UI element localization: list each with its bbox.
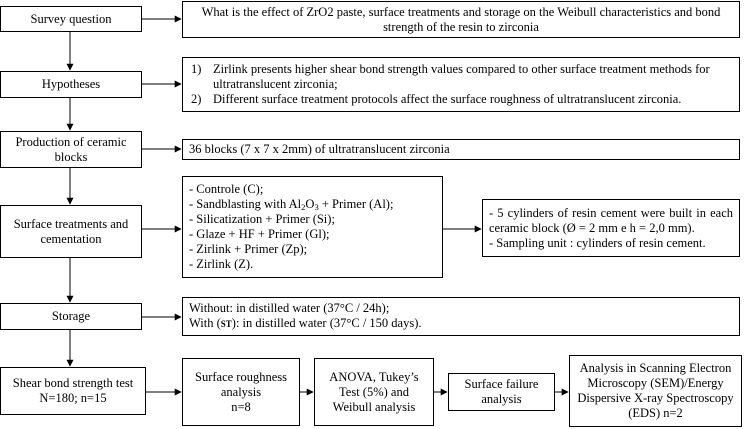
stage-hypotheses-label: Hypotheses: [41, 77, 101, 91]
treatment-item-glaze: - Glaze + HF + Primer (Gl);: [189, 227, 330, 241]
detail-survey-question: What is the effect of ZrO2 paste, surfac…: [182, 1, 740, 38]
analysis-anova-weibull: ANOVA, Tukey’s Test (5%) and Weibull ana…: [314, 358, 434, 426]
subscript-2: 2: [301, 202, 306, 212]
blocks-text: 36 blocks (7 x 7 x 2mm) of ultratransluc…: [189, 142, 450, 156]
stage-storage-label: Storage: [51, 309, 91, 323]
stage-survey-question-label: Survey question: [30, 11, 112, 26]
treatment-sandblasting-o: O: [305, 197, 315, 211]
question-text: What is the effect of ZrO2 paste, surfac…: [201, 4, 721, 34]
treatment-sandblasting-text: - Sandblasting with Al: [189, 197, 302, 211]
treatments-list: - Controle (C); - Sandblasting with Al2O…: [189, 182, 442, 272]
storage-with-suffix: ): in distilled water (37°C / 150 days).: [231, 316, 422, 330]
hypothesis-item: 2) Different surface treatment protocols…: [191, 92, 733, 107]
analysis-sem-eds: Analysis in Scanning Electron Microscopy…: [569, 355, 742, 427]
anova-label: ANOVA, Tukey’s Test (5%) and Weibull ana…: [329, 369, 419, 414]
analysis-surface-roughness: Surface roughness analysis n=8: [182, 358, 300, 426]
detail-hypotheses: 1) Zirlink presents higher shear bond st…: [182, 57, 740, 112]
failure-label: Surface failure analysis: [464, 377, 539, 406]
stage-hypotheses: Hypotheses: [0, 71, 142, 98]
storage-with-prefix: With (: [189, 316, 221, 330]
hypothesis-text: Zirlink presents higher shear bond stren…: [213, 62, 710, 91]
stage-storage: Storage: [0, 303, 142, 330]
treatment-item-zirlink-primer: - Zirlink + Primer (Zp);: [189, 242, 308, 256]
hypothesis-item: 1) Zirlink presents higher shear bond st…: [191, 62, 733, 92]
detail-storage: Without: in distilled water (37°C / 24h)…: [182, 297, 740, 336]
storage-with-text: With (ST): in distilled water (37°C / 15…: [189, 316, 739, 332]
sampling-unit-text: - Sampling unit : cylinders of resin cem…: [489, 235, 706, 250]
hypothesis-number: 2): [191, 92, 202, 106]
treatment-sandblasting-primer: + Primer (Al);: [318, 197, 394, 211]
stage-production: Production of ceramic blocks: [0, 131, 142, 168]
analysis-surface-failure: Surface failure analysis: [448, 373, 555, 411]
stage-shear-bond-test: Shear bond strength test N=180; n=15: [0, 367, 146, 415]
hypothesis-text: Different surface treatment protocols af…: [213, 92, 682, 106]
detail-ceramic-blocks: 36 blocks (7 x 7 x 2mm) of ultratransluc…: [182, 139, 740, 160]
treatment-item-silicatization: - Silicatization + Primer (Si);: [189, 212, 335, 226]
treatment-item-zirlink: - Zirlink (Z).: [189, 257, 254, 271]
treatment-item-sandblasting: - Sandblasting with Al2O3 + Primer (Al);: [189, 197, 442, 212]
stage-survey-question: Survey question: [0, 6, 142, 32]
hypothesis-number: 1): [191, 62, 202, 76]
cylinders-text: - 5 cylinders of resin cement were built…: [489, 205, 733, 235]
roughness-label: Surface roughness analysis: [195, 369, 287, 399]
hypotheses-list: 1) Zirlink presents higher shear bond st…: [191, 62, 733, 107]
stage-surface-treatments: Surface treatments and cementation: [0, 205, 142, 258]
subscript-3: 3: [314, 202, 319, 212]
stage-surface-treatments-label: Surface treatments and cementation: [13, 216, 129, 246]
roughness-sample: n=8: [231, 399, 251, 414]
stage-shear-bond-test-sample: N=180; n=15: [39, 391, 107, 405]
storage-st-abbrev: ST: [220, 319, 232, 329]
stage-production-label: Production of ceramic blocks: [15, 134, 127, 164]
detail-surface-treatments: - Controle (C); - Sandblasting with Al2O…: [182, 176, 443, 278]
sem-label: Analysis in Scanning Electron Microscopy…: [577, 361, 734, 420]
storage-without-text: Without: in distilled water (37°C / 24h)…: [189, 301, 390, 315]
stage-shear-bond-test-label: Shear bond strength test: [12, 376, 134, 390]
detail-resin-cylinders: - 5 cylinders of resin cement were built…: [482, 199, 740, 257]
treatment-item-control: - Controle (C);: [189, 182, 264, 196]
